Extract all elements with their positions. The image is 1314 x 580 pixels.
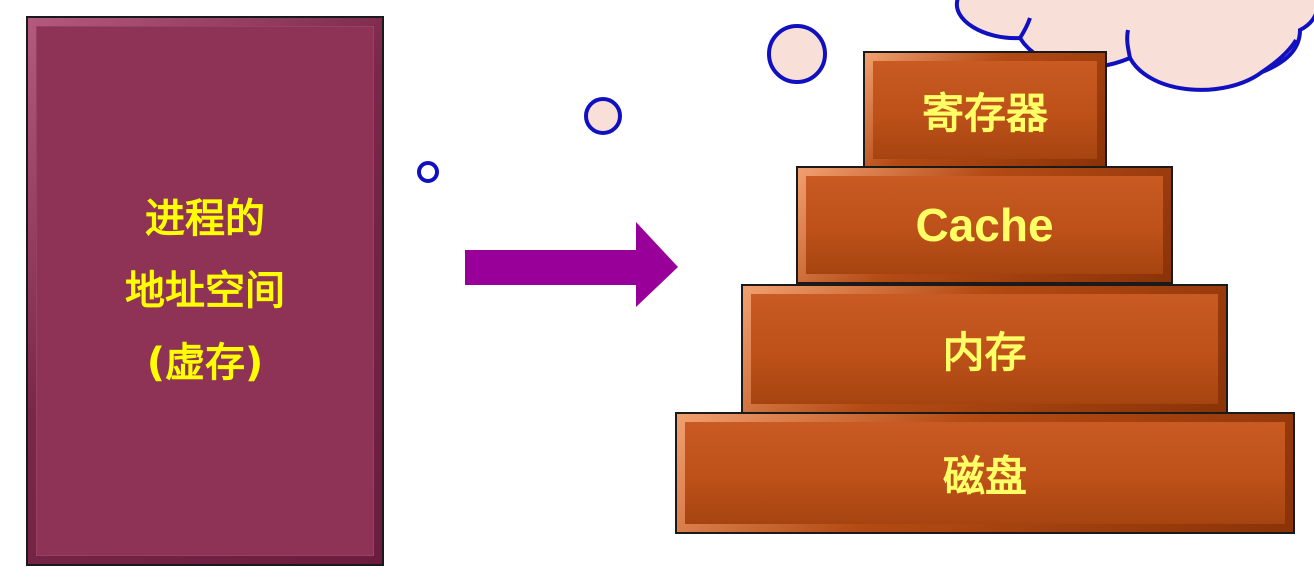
level-registers: 寄存器 [863,51,1107,169]
level-registers-label: 寄存器 [873,61,1097,159]
level-disk: 磁盘 [675,412,1295,534]
address-space-line-1: 进程的 [145,196,265,242]
thought-cloud [954,0,1314,92]
address-space-label: 进程的 地址空间 (虚存) [36,26,374,556]
level-disk-label: 磁盘 [685,422,1285,524]
level-cache-label: Cache [806,176,1163,274]
right-arrow-icon [465,222,678,307]
level-memory-label: 内存 [751,294,1218,404]
bubble-small [417,161,439,183]
address-space-panel: 进程的 地址空间 (虚存) [26,16,384,566]
bubble-medium [584,97,622,135]
address-space-line-3: (虚存) [146,340,264,386]
level-memory: 内存 [741,284,1228,414]
address-space-line-2: 地址空间 [125,268,285,314]
level-cache: Cache [796,166,1173,284]
bubble-large [767,24,827,84]
